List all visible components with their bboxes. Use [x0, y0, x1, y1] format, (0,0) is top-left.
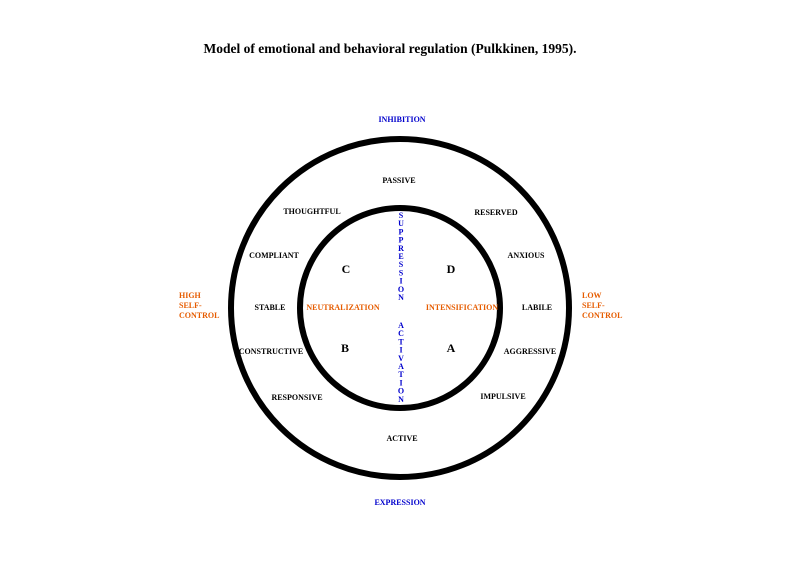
label-anxious: ANXIOUS — [508, 251, 545, 260]
pole-low-line-3: CONTROL — [582, 311, 622, 320]
label-compliant: COMPLIANT — [249, 251, 299, 260]
pole-high-line-3: CONTROL — [179, 311, 219, 320]
label-constructive: CONSTRUCTIVE — [239, 347, 303, 356]
label-aggressive: AGGRESSIVE — [504, 347, 556, 356]
label-stable: STABLE — [255, 303, 286, 312]
label-thoughtful: THOUGHTFUL — [283, 207, 340, 216]
pole-inhibition: INHIBITION — [378, 115, 425, 124]
quadrant-a: A — [447, 341, 456, 355]
inner-circle — [297, 205, 503, 411]
label-passive: PASSIVE — [382, 176, 415, 185]
pole-high-line-1: HIGH — [179, 291, 202, 300]
label-impulsive: IMPULSIVE — [480, 392, 525, 401]
pole-high-self-control: HIGH SELF- CONTROL — [179, 291, 219, 320]
quadrant-b: B — [341, 341, 349, 355]
label-active: ACTIVE — [386, 434, 417, 443]
label-neutralization: NEUTRALIZATION — [306, 303, 379, 312]
label-reserved: RESERVED — [474, 208, 518, 217]
outer-circle — [228, 136, 572, 480]
quadrant-c: C — [342, 262, 351, 276]
pole-high-line-2: SELF- — [179, 301, 202, 310]
pole-expression: EXPRESSION — [374, 498, 425, 507]
label-intensification: INTENSIFICATION — [426, 303, 499, 312]
quadrant-d: D — [447, 262, 456, 276]
pole-low-line-1: LOW — [582, 291, 602, 300]
label-labile: LABILE — [522, 303, 552, 312]
pole-low-self-control: LOW SELF- CONTROL — [582, 291, 622, 320]
figure-title: Model of emotional and behavioral regula… — [204, 41, 577, 56]
pole-low-line-2: SELF- — [582, 301, 605, 310]
label-responsive: RESPONSIVE — [271, 393, 322, 402]
